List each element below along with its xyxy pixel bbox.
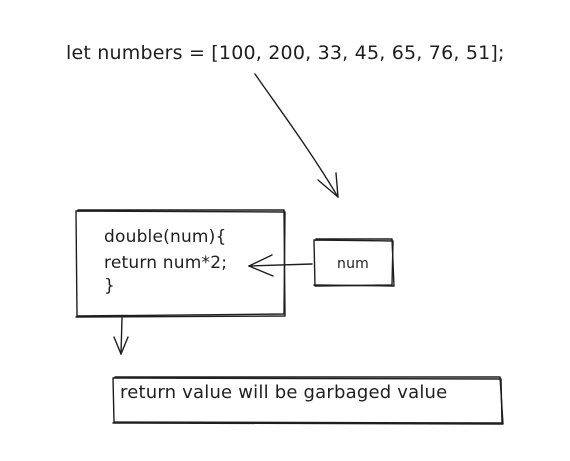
num-box-label: num bbox=[337, 256, 369, 272]
function-box bbox=[75, 209, 286, 318]
function-return-line: return num*2; bbox=[104, 253, 228, 273]
array-statement: let numbers = [100, 200, 33, 45, 65, 76,… bbox=[66, 42, 505, 64]
function-closing-brace: } bbox=[104, 276, 116, 296]
function-to-result-arrow bbox=[113, 317, 129, 355]
result-box-label: return value will be garbaged value bbox=[120, 382, 448, 403]
result-box bbox=[112, 376, 504, 425]
array-to-num-arrow bbox=[254, 73, 339, 198]
num-box bbox=[313, 238, 395, 287]
num-to-function-arrow bbox=[248, 254, 313, 277]
function-signature: double(num){ bbox=[104, 227, 227, 247]
